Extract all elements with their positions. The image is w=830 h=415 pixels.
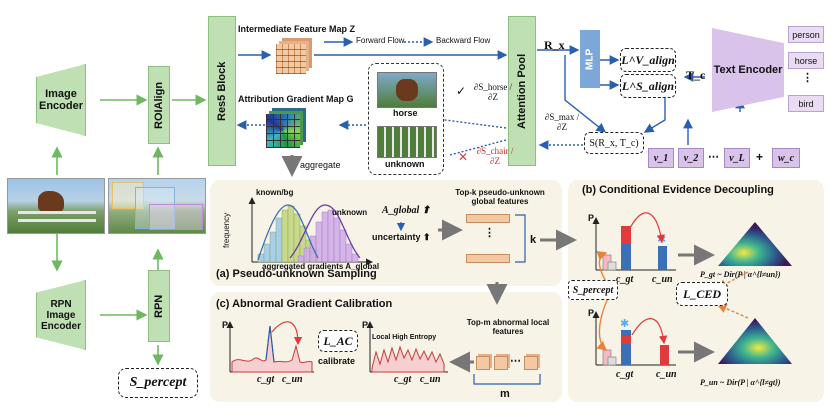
topm-ellipsis: ⋯ <box>510 355 521 367</box>
token-wc: w_c <box>772 148 800 168</box>
l-align-v: L^V_align <box>620 48 676 72</box>
panel-b-cgt-top: c_gt <box>616 274 634 285</box>
check-mark: ✓ <box>456 84 467 98</box>
res5-block: Res5 Block <box>208 16 236 166</box>
text-encoder-block: Text Encoder <box>712 28 784 112</box>
horse-crop <box>377 72 437 108</box>
topm-feature-2 <box>494 356 508 370</box>
l-ac-box: L_AC <box>318 330 358 352</box>
intermediate-map-label: Intermediate Feature Map Z <box>238 24 356 34</box>
image-encoder-block: Image Encoder <box>36 64 86 136</box>
text-label-person: person <box>788 26 824 43</box>
unknown-crop <box>377 126 437 158</box>
panel-c-title: (c) Abnormal Gradient Calibration <box>216 298 393 310</box>
backward-flow-label: Backward Flow <box>436 36 491 45</box>
panel-a-legend-unknown: unknown <box>332 208 368 217</box>
topk-label: Top-k pseudo-unknown global features <box>455 188 545 206</box>
roialign-block: ROIAlign <box>148 66 170 144</box>
panel-c-p-right: P <box>362 320 369 330</box>
topk-ellipsis: ⋮ <box>484 227 495 239</box>
text-label-bird: bird <box>788 95 824 112</box>
forward-flow-label: Forward Flow <box>356 36 405 45</box>
panel-c-cun-left: c_un <box>282 374 303 385</box>
text-label-ellipsis: ⋮ <box>802 72 813 84</box>
rpn-image-encoder-block: RPN Image Encoder <box>36 280 86 350</box>
token-v1: v_1 <box>648 148 674 168</box>
attribution-gradient-map <box>266 114 300 148</box>
panel-a-title: (a) Pseudo-unknown Sampling <box>216 268 377 280</box>
panel-b-title: (b) Conditional Evidence Decoupling <box>582 184 774 196</box>
a-global-label: A_global ⬆ <box>382 205 431 216</box>
attribution-map-label: Attribution Gradient Map G <box>238 94 354 104</box>
s-percept-panel-b: S_percept <box>568 280 618 300</box>
topm-label: Top-m abnormal local features <box>466 318 550 336</box>
tc-symbol: T_c <box>686 68 706 82</box>
dir-un-label: P_un ~ Dir(P | α^{l≠gt}) <box>700 378 781 387</box>
k-label: k <box>530 234 537 246</box>
text-label-horse: horse <box>788 52 824 69</box>
similarity-box: S(R_x, T_c) <box>584 132 644 154</box>
local-entropy-label: Local High Entropy <box>372 334 437 341</box>
dir-gt-label: P_gt ~ Dir(P | α^{l≠un}) <box>700 270 781 279</box>
panel-b-p-top: P <box>588 213 595 223</box>
m-label: m <box>500 388 510 400</box>
mlp-block: MLP <box>580 30 600 88</box>
panel-a-ylabel: frequency <box>222 212 231 248</box>
token-plus: + <box>756 150 764 164</box>
calibrate-label: calibrate <box>318 356 356 366</box>
panel-c-cun-right: c_un <box>420 374 441 385</box>
horse-crop-label: horse <box>393 108 418 118</box>
token-ellipsis: ⋯ <box>708 151 719 163</box>
topm-feature-3 <box>524 356 538 370</box>
topk-feature-1 <box>466 214 510 223</box>
unknown-crop-label: unknown <box>385 159 425 169</box>
panel-b-cun-top: c_un <box>652 274 673 285</box>
token-v2: v_2 <box>678 148 704 168</box>
grad-chair: ∂S_chair / ∂Z <box>476 146 514 166</box>
token-vl: v_L <box>724 148 750 168</box>
panel-b-cgt-bottom: c_gt <box>616 369 634 380</box>
panel-a-legend-known: known/bg <box>256 188 294 197</box>
crop-box: horse unknown <box>368 63 444 175</box>
input-image <box>7 178 105 234</box>
rpn-block: RPN <box>148 270 170 342</box>
topk-feature-2 <box>466 254 510 263</box>
rx-symbol: R_x <box>544 38 565 52</box>
panel-a-xlabel: aggregated gradients A_global <box>262 262 380 271</box>
topm-feature-1 <box>476 356 490 370</box>
uncertainty-label: uncertainty ⬆ <box>372 232 431 242</box>
grad-max: ∂S_max / ∂Z <box>544 112 580 132</box>
panel-b-p-bottom: P <box>588 308 595 318</box>
l-ced-box: L_CED <box>676 282 728 306</box>
panel-c-cgt-right: c_gt <box>394 374 412 385</box>
panel-c-cgt-left: c_gt <box>257 374 275 385</box>
aggregate-label: aggregate <box>300 160 341 170</box>
cross-mark: ✕ <box>458 150 469 164</box>
s-percept-box: S_percept <box>118 368 198 398</box>
panel-c-p-left: P <box>222 320 229 330</box>
intermediate-feature-map <box>276 44 306 74</box>
panel-b-cun-bottom: c_un <box>656 369 677 380</box>
l-align-s: L^S_align <box>620 74 676 98</box>
proposal-image <box>108 178 206 234</box>
grad-horse: ∂S_horse / ∂Z <box>473 82 513 102</box>
